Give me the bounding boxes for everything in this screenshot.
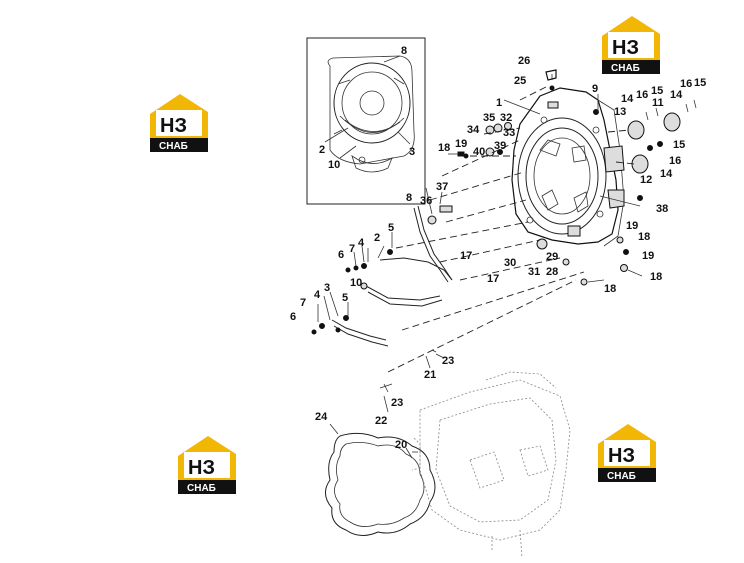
callout-40: 40 (473, 146, 485, 158)
pipes-and-fittings (311, 205, 570, 347)
callout-12: 12 (640, 174, 652, 186)
callout-15-b: 15 (694, 77, 706, 89)
logo-letters: НЗ (608, 445, 635, 467)
callout-22: 22 (375, 415, 387, 427)
callout-8-b: 8 (406, 192, 412, 204)
logo-letters: НЗ (612, 37, 639, 59)
callout-14-c: 14 (660, 168, 673, 180)
callout-21: 21 (424, 369, 436, 381)
callout-17-a: 17 (460, 250, 472, 262)
callout-10: 10 (328, 159, 340, 171)
callout-37: 37 (436, 181, 448, 193)
gasket (325, 432, 436, 536)
callout-30: 30 (504, 257, 516, 269)
top-small-parts (448, 69, 557, 159)
callout-3: 3 (409, 146, 415, 158)
callout-4-b: 4 (314, 289, 321, 301)
callout-14-a: 14 (621, 93, 634, 105)
transmission-housing (411, 371, 571, 559)
callout-labels: 8 2 10 3 26 25 9 1 35 32 34 33 18 19 40 … (290, 45, 706, 451)
callout-6-a: 6 (338, 249, 344, 261)
callout-23-a: 23 (442, 355, 454, 367)
callout-38: 38 (656, 203, 668, 215)
callout-17-b: 17 (487, 273, 499, 285)
callout-39: 39 (494, 140, 506, 152)
flywheel-housing (511, 87, 625, 247)
logo-letters: НЗ (160, 115, 187, 137)
callout-7-b: 7 (300, 297, 306, 309)
callout-8: 8 (401, 45, 407, 57)
callout-13: 13 (614, 106, 626, 118)
callout-25: 25 (514, 75, 526, 87)
callout-18-d: 18 (604, 283, 616, 295)
logo-caption: СНАБ (607, 471, 636, 482)
logo-caption: СНАБ (159, 141, 188, 152)
callout-31: 31 (528, 266, 540, 278)
callout-19-b: 19 (626, 220, 638, 232)
callout-29: 29 (546, 251, 558, 263)
callout-2-b: 2 (374, 232, 380, 244)
watermark-logo-top-left: НЗ СНАБ (150, 94, 208, 152)
callout-5-b: 5 (342, 292, 348, 304)
callout-20: 20 (395, 439, 407, 451)
callout-23-b: 23 (391, 397, 403, 409)
callout-15-c: 15 (673, 139, 685, 151)
assembly-lines (379, 85, 635, 389)
logo-letters: НЗ (188, 457, 215, 479)
callout-32: 32 (500, 112, 512, 124)
callout-24: 24 (315, 411, 328, 423)
callout-6-b: 6 (290, 311, 296, 323)
callout-18-top: 18 (438, 142, 450, 154)
callout-2: 2 (319, 144, 325, 156)
callout-18-b: 18 (638, 231, 650, 243)
callout-4-a: 4 (358, 237, 365, 249)
watermark-logo-bottom-left: НЗ СНАБ (178, 436, 236, 494)
callout-36: 36 (420, 195, 432, 207)
callout-26: 26 (518, 55, 530, 67)
callout-9: 9 (592, 83, 598, 95)
right-bearing-parts (580, 99, 697, 286)
callout-5-a: 5 (388, 222, 394, 234)
leader-lines (317, 74, 643, 459)
callout-28: 28 (546, 266, 558, 278)
callout-16-b: 16 (680, 78, 692, 90)
callout-16-c: 16 (669, 155, 681, 167)
callout-16-a: 16 (636, 89, 648, 101)
callout-14-b: 14 (670, 89, 683, 101)
logo-caption: СНАБ (187, 483, 216, 494)
watermark-logo-top-right: НЗ СНАБ (602, 16, 660, 74)
callout-19-c: 19 (642, 250, 654, 262)
callout-15-a: 15 (651, 85, 663, 97)
callout-7-a: 7 (349, 243, 355, 255)
callout-11: 11 (652, 97, 664, 109)
callout-33: 33 (503, 127, 515, 139)
callout-3-b: 3 (324, 282, 330, 294)
callout-19-top: 19 (455, 138, 467, 150)
callout-10-b: 10 (350, 277, 362, 289)
callout-35: 35 (483, 112, 495, 124)
logo-caption: СНАБ (611, 63, 640, 74)
callout-18-c: 18 (650, 271, 662, 283)
callout-34: 34 (467, 124, 480, 136)
watermark-logo-bottom-right: НЗ СНАБ (598, 424, 656, 482)
callout-1: 1 (496, 97, 502, 109)
inset-detail-box (306, 37, 426, 205)
